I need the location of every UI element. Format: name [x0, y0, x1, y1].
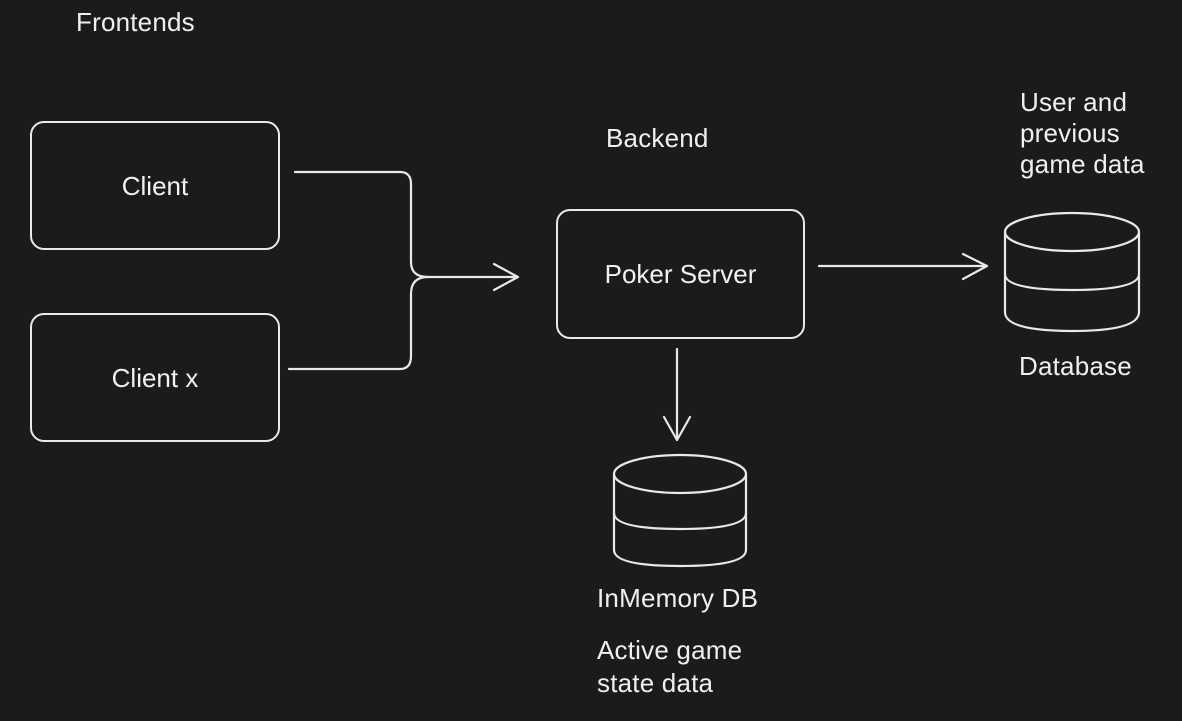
- database-cylinder-icon: [1003, 211, 1141, 333]
- database-label: Database: [1019, 351, 1132, 381]
- poker-server-node[interactable]: Poker Server: [556, 209, 805, 339]
- client-x-node-label: Client x: [111, 362, 199, 393]
- database-note: User and previous game data: [1020, 87, 1145, 179]
- client-x-connector: [287, 275, 430, 371]
- inmemory-db-label: InMemory DB: [597, 583, 759, 613]
- client-arrow-head: [492, 262, 520, 292]
- database-arrow-head: [961, 252, 989, 281]
- inmemory-arrow-head: [662, 415, 692, 442]
- client-node-label: Client: [121, 170, 189, 201]
- client-connector: [293, 170, 518, 279]
- client-x-node[interactable]: Client x: [30, 313, 280, 442]
- inmemory-db-cylinder-icon: [612, 453, 748, 568]
- frontends-label: Frontends: [76, 7, 195, 37]
- poker-server-node-label: Poker Server: [604, 259, 757, 289]
- inmemory-db-note: Active game state data: [597, 635, 743, 698]
- backend-label: Backend: [606, 123, 709, 153]
- client-node[interactable]: Client: [30, 121, 280, 250]
